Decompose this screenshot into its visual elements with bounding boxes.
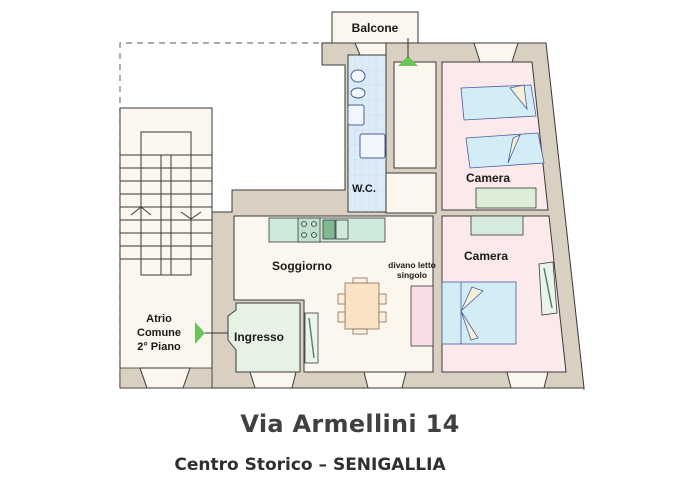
label-camera-top: Camera bbox=[466, 171, 510, 185]
radiators bbox=[304, 261, 558, 364]
label-ingresso: Ingresso bbox=[234, 330, 284, 344]
label-divano-1: divano letto bbox=[388, 260, 436, 270]
label-atrio-1: Atrio bbox=[146, 313, 172, 325]
desks bbox=[410, 187, 537, 347]
windows bbox=[139, 42, 549, 389]
address-title: Via Armellini 14 bbox=[240, 410, 460, 438]
room-ingresso bbox=[227, 302, 301, 373]
staircase-icon bbox=[120, 131, 212, 276]
room-corridor bbox=[393, 61, 437, 169]
bathroom-fixtures bbox=[347, 69, 386, 159]
floor-plan: Balcone W.C. Camera Camera Soggiorno div… bbox=[119, 11, 585, 391]
room-soggiorno bbox=[233, 215, 434, 373]
label-balcone: Balcone bbox=[352, 21, 399, 35]
label-divano-2: singolo bbox=[397, 270, 427, 280]
balcony-arrow-icon bbox=[398, 56, 418, 66]
label-wc: W.C. bbox=[352, 183, 376, 195]
room-hall bbox=[385, 172, 437, 214]
beds bbox=[441, 84, 545, 345]
entrance-arrow-icon bbox=[195, 322, 205, 344]
dining-table bbox=[337, 277, 387, 335]
location-subtitle: Centro Storico – SENIGALLIA bbox=[174, 455, 446, 475]
label-camera-bottom: Camera bbox=[464, 249, 508, 263]
kitchen-counter bbox=[268, 217, 386, 243]
label-atrio-2: Comune bbox=[137, 327, 181, 339]
label-atrio-3: 2° Piano bbox=[137, 341, 181, 353]
label-soggiorno: Soggiorno bbox=[272, 259, 332, 273]
room-atrio bbox=[122, 275, 210, 367]
